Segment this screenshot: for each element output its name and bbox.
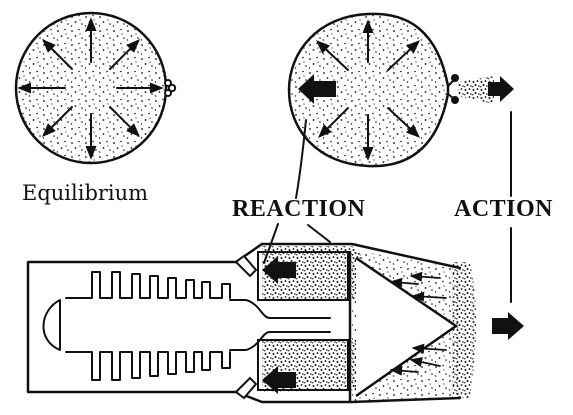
compressor-blades-upper [66, 272, 230, 298]
balloon-released-neck [448, 74, 459, 104]
fuel-injector-lower [236, 378, 256, 398]
balloon-equilibrium [16, 13, 175, 163]
balloon-released [289, 14, 514, 166]
reaction-leader-engine-2 [308, 225, 330, 242]
equilibrium-label: Equilibrium [22, 181, 148, 205]
action-arrow-engine [492, 312, 524, 340]
intake-spinner [43, 300, 60, 350]
reaction-label: REACTION [232, 196, 365, 223]
compressor-blades-lower [66, 352, 230, 380]
jet-engine [28, 244, 524, 402]
action-label: ACTION [454, 196, 553, 223]
fuel-injector-upper [236, 256, 256, 276]
